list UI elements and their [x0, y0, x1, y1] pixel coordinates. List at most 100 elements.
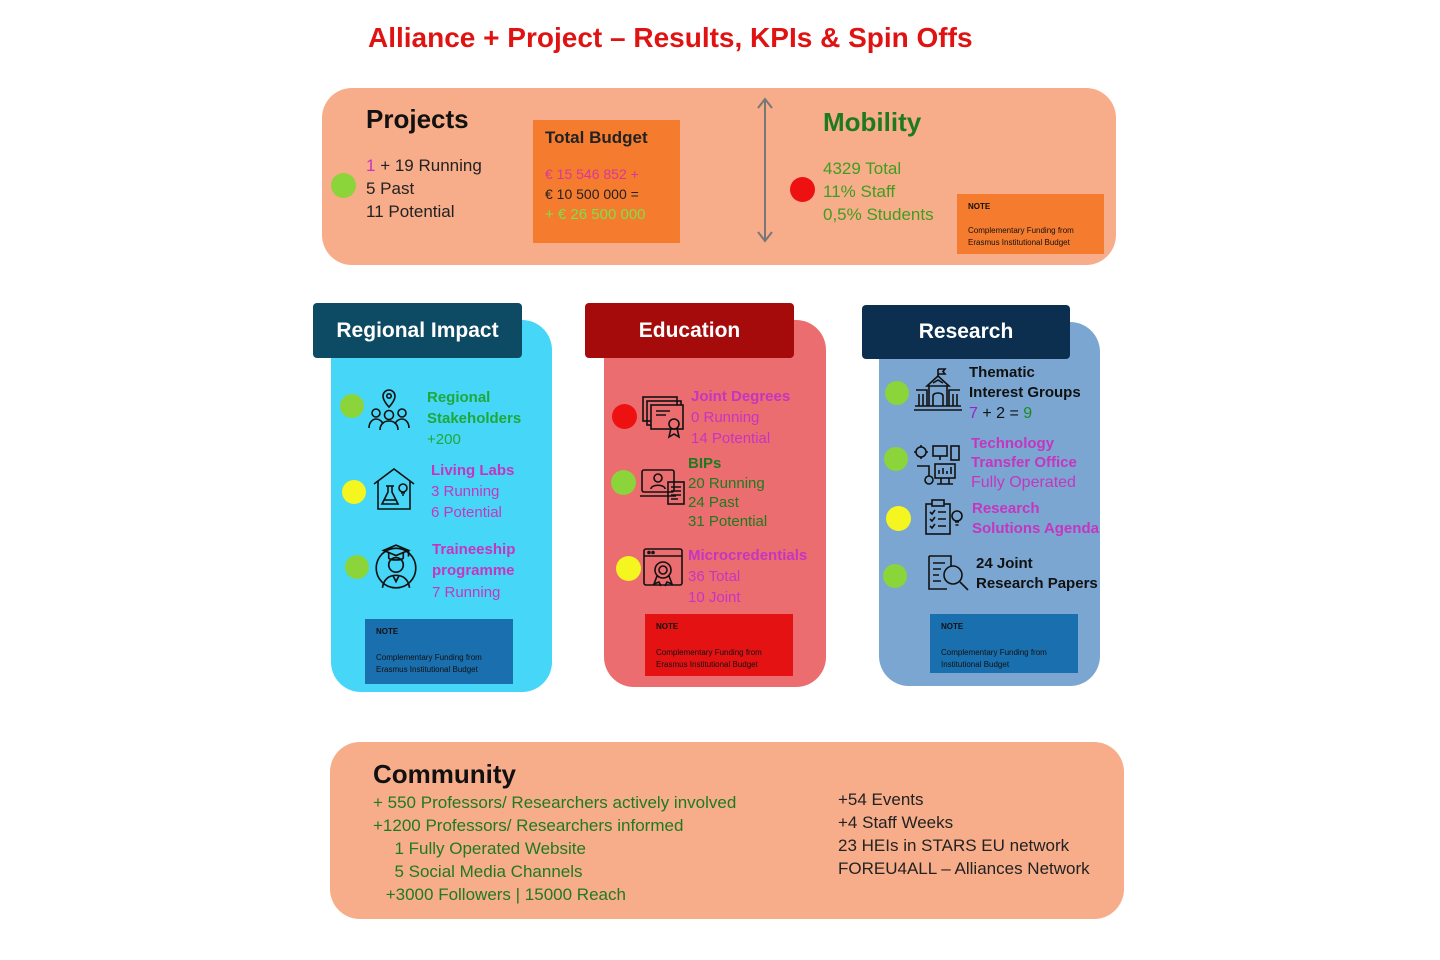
stakeholders-value: +200: [427, 431, 461, 448]
regional-impact-tab: Regional Impact: [313, 303, 522, 358]
research-note: NOTE Complementary Funding from Institut…: [930, 614, 1078, 673]
interest-groups-title-2: Interest Groups: [969, 384, 1081, 401]
bips-potential: 31 Potential: [688, 513, 768, 530]
living-lab-icon: [371, 466, 417, 512]
tech-transfer-status-dot: [884, 447, 908, 471]
community-left-line: +3000 Followers | 15000 Reach: [381, 885, 626, 904]
note-heading: NOTE: [376, 627, 399, 636]
living-labs-potential: 6 Potential: [431, 504, 502, 521]
community-panel: [330, 742, 1124, 919]
research-tab: Research: [862, 305, 1070, 359]
agenda-icon: [922, 498, 964, 538]
projects-status-dot: [331, 173, 356, 198]
university-icon: [913, 366, 963, 414]
mobility-status-dot: [790, 177, 815, 202]
joint-degrees-status-dot: [612, 404, 637, 429]
stakeholders-title-2: Stakeholders: [427, 410, 522, 427]
note-heading: NOTE: [941, 622, 964, 631]
microcredentials-joint: 10 Joint: [688, 589, 741, 606]
page-title: Alliance + Project – Results, KPIs & Spi…: [368, 22, 973, 53]
interest-groups-b: 9: [1023, 405, 1033, 422]
education-tab: Education: [585, 303, 794, 358]
paper-search-icon: [925, 553, 971, 593]
budget-heading: Total Budget: [545, 128, 648, 147]
projects-running: 1 + 19 Running: [366, 154, 482, 177]
community-heading: Community: [373, 759, 516, 789]
mobility-total: 4329 Total: [823, 159, 902, 178]
research-papers-title-2: Research Papers: [976, 575, 1098, 592]
projects-running-one: 1: [366, 156, 376, 175]
tech-transfer-title-2: Transfer Office: [971, 454, 1077, 471]
note-heading: NOTE: [968, 202, 991, 211]
joint-degrees-running: 0 Running: [691, 409, 760, 426]
community-left-line: 5 Social Media Channels: [385, 862, 583, 881]
community-right-line: +54 Events: [838, 790, 924, 809]
tech-transfer-status: Fully Operated: [971, 474, 1076, 491]
education-note: NOTE Complementary Funding from Erasmus …: [645, 614, 793, 676]
community-left-line: + 550 Professors/ Researchers actively i…: [373, 793, 737, 812]
note-line-2: Erasmus Institutional Budget: [656, 660, 758, 669]
mobility-students: 0,5% Students: [823, 205, 934, 224]
projects-past: 5 Past: [366, 179, 415, 198]
community-right-line: +4 Staff Weeks: [838, 813, 954, 832]
interest-groups-op: + 2 =: [977, 405, 1024, 422]
bips-title: BIPs: [688, 455, 722, 472]
microcredentials-title: Microcredentials: [688, 547, 808, 564]
living-labs-title: Living Labs: [431, 462, 515, 479]
note-line-2: Institutional Budget: [941, 660, 1010, 669]
projects-potential: 11 Potential: [366, 202, 455, 221]
bips-past: 24 Past: [688, 494, 739, 511]
certificate-icon: [640, 394, 686, 440]
note-line-1: Complementary Funding from: [656, 648, 762, 657]
regional-note: NOTE Complementary Funding from Erasmus …: [365, 619, 513, 684]
budget-line-1: € 15 546 852 +: [545, 166, 639, 182]
bips-running: 20 Running: [688, 475, 765, 492]
community-right-line: FOREU4ALL – Alliances Network: [838, 859, 1090, 878]
note-line-1: Complementary Funding from: [968, 226, 1074, 235]
traineeship-running: 7 Running: [432, 584, 501, 601]
note-line-2: Erasmus Institutional Budget: [376, 665, 478, 674]
note-line-1: Complementary Funding from: [376, 653, 482, 662]
budget-line-2: € 10 500 000 =: [545, 186, 639, 202]
tech-transfer-title-1: Technology: [971, 435, 1055, 452]
solutions-agenda-status-dot: [886, 506, 911, 531]
double-arrow-icon: [757, 97, 773, 243]
community-left-line: 1 Fully Operated Website: [385, 839, 586, 858]
mobility-note: NOTE Complementary Funding from Erasmus …: [957, 194, 1104, 254]
traineeship-title-1: Traineeship: [432, 541, 516, 558]
budget-line-3: + € 26 500 000: [545, 206, 646, 223]
research-papers-status-dot: [883, 564, 907, 588]
note-line-2: Erasmus Institutional Budget: [968, 238, 1070, 247]
stakeholders-status-dot: [340, 394, 364, 418]
mobility-heading: Mobility: [823, 107, 922, 137]
online-learning-icon: [638, 464, 686, 510]
interest-groups-a: 7: [969, 405, 978, 422]
community-right-line: 23 HEIs in STARS EU network: [838, 836, 1070, 855]
micro-certificate-icon: [641, 546, 685, 590]
community-left-line: +1200 Professors/ Researchers informed: [373, 816, 684, 835]
stakeholders-title-1: Regional: [427, 389, 491, 406]
bips-status-dot: [611, 470, 636, 495]
graduate-icon: [372, 542, 420, 592]
technology-transfer-icon: [913, 442, 961, 488]
traineeship-status-dot: [345, 555, 369, 579]
microcredentials-status-dot: [616, 556, 641, 581]
projects-running-rest: + 19 Running: [375, 156, 482, 175]
stakeholders-icon: [366, 386, 412, 432]
note-line-1: Complementary Funding from: [941, 648, 1047, 657]
living-labs-running: 3 Running: [431, 483, 500, 500]
solutions-agenda-title-2: Solutions Agenda: [972, 520, 1099, 537]
solutions-agenda-title-1: Research: [972, 500, 1040, 517]
projects-heading: Projects: [366, 104, 469, 134]
interest-groups-title-1: Thematic: [969, 364, 1035, 381]
interest-groups-status-dot: [885, 381, 909, 405]
mobility-staff: 11% Staff: [823, 182, 896, 201]
joint-degrees-title: Joint Degrees: [691, 388, 791, 405]
note-heading: NOTE: [656, 622, 679, 631]
living-labs-status-dot: [342, 480, 366, 504]
traineeship-title-2: programme: [432, 562, 515, 579]
research-papers-title-1: 24 Joint: [976, 555, 1033, 572]
interest-groups-equation: 7 + 2 = 9: [969, 403, 1032, 424]
joint-degrees-potential: 14 Potential: [691, 430, 771, 447]
total-budget-box: Total Budget € 15 546 852 + € 10 500 000…: [533, 120, 680, 243]
